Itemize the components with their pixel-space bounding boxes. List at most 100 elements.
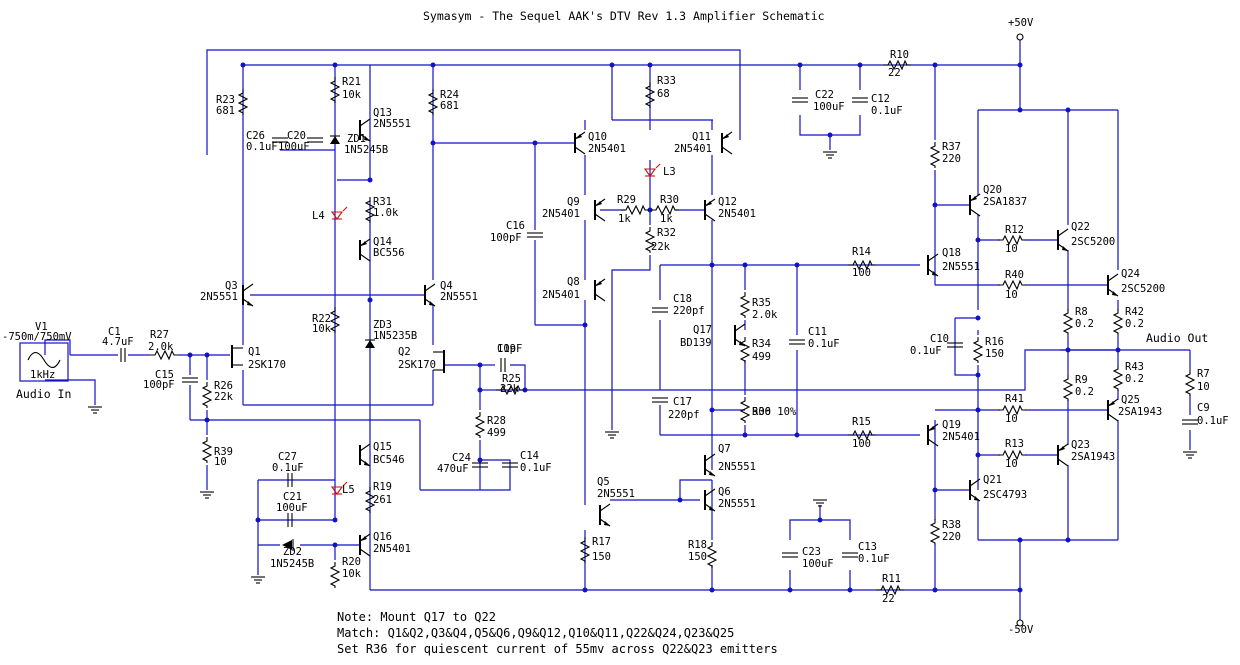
component-value-r36: 500 10% xyxy=(752,406,797,418)
component-ref-c1: C1 xyxy=(108,326,121,338)
component-ref-q10: Q10 xyxy=(588,131,607,143)
component-ref-q24: Q24 xyxy=(1121,268,1140,280)
component-ref-q23: Q23 xyxy=(1071,439,1090,451)
component-ref-c20: C20 xyxy=(287,130,306,142)
component-value-q7: 2N5551 xyxy=(718,461,756,473)
component-value-q3: 2N5551 xyxy=(200,291,238,303)
component-ref-l4: L4 xyxy=(312,210,325,222)
component-value-r19: 261 xyxy=(373,494,392,506)
component-ref-c11: C11 xyxy=(808,326,827,338)
component-value-r20: 10k xyxy=(342,568,362,580)
component-value-r40: 10 xyxy=(1005,289,1018,301)
schematic-title: Symasym - The Sequel AAK's DTV Rev 1.3 A… xyxy=(423,9,825,23)
component-value-c14: 0.1uF xyxy=(520,462,552,474)
component-ref-c13: C13 xyxy=(858,541,877,553)
component-ref-r29: R29 xyxy=(617,194,636,206)
component-value-r27: 2.0k xyxy=(148,341,174,353)
component-value-q19: 2N5401 xyxy=(942,431,980,443)
component-value-c26: 0.1uF xyxy=(246,141,278,153)
component-value-r8: 0.2 xyxy=(1075,318,1094,330)
component-value-q1: 2SK170 xyxy=(248,359,286,371)
component-value-q2: 2SK170 xyxy=(398,359,436,371)
component-value-q18: 2N5551 xyxy=(942,261,980,273)
component-ref-q17: Q17 xyxy=(693,324,712,336)
component-ref-r21: R21 xyxy=(342,76,361,88)
component-ref-r38: R38 xyxy=(942,519,961,531)
component-value-q9: 2N5401 xyxy=(542,208,580,220)
component-ref-zd2: ZD2 xyxy=(283,546,302,558)
component-ref-r42: R42 xyxy=(1125,306,1144,318)
audio-out-label: Audio Out xyxy=(1146,331,1208,345)
component-ref-r8: R8 xyxy=(1075,306,1088,318)
component-value-q4: 2N5551 xyxy=(440,291,478,303)
component-value-q21: 2SC4793 xyxy=(983,489,1027,501)
component-ref-c16: C16 xyxy=(506,220,525,232)
component-value-r30: 1k xyxy=(660,213,673,225)
component-value-c18: 220pf xyxy=(673,305,705,317)
component-ref-r25: R25 xyxy=(502,373,521,385)
component-value-r13: 10 xyxy=(1005,458,1018,470)
component-value-r10: 22 xyxy=(888,67,901,79)
component-value-r29: 1k xyxy=(618,213,631,225)
component-value-r17: 150 xyxy=(592,551,611,563)
component-value-r21: 10k xyxy=(342,89,362,101)
component-ref-r17: R17 xyxy=(592,536,611,548)
component-value-r35: 2.0k xyxy=(752,309,778,321)
component-ref-q13: Q13 xyxy=(373,107,392,119)
v1-value: -750m/750mV xyxy=(2,331,72,343)
component-ref-r19: R19 xyxy=(373,481,392,493)
component-ref-q14: Q14 xyxy=(373,236,392,248)
component-ref-c22: C22 xyxy=(815,89,834,101)
component-ref-q3: Q3 xyxy=(225,280,238,292)
component-ref-r35: R35 xyxy=(752,297,771,309)
component-value-q10: 2N5401 xyxy=(588,143,626,155)
component-value-q17: BD139 xyxy=(680,337,712,349)
component-value-r39: 10 xyxy=(214,456,227,468)
component-ref-q25: Q25 xyxy=(1121,394,1140,406)
component-ref-c9: C9 xyxy=(1197,402,1210,414)
negative-rail-label: -50V xyxy=(1008,624,1034,636)
component-value-r14: 100 xyxy=(852,267,871,279)
component-value-c21: 100uF xyxy=(276,502,308,514)
component-ref-r11: R11 xyxy=(882,573,901,585)
component-value-r33: 68 xyxy=(657,88,670,100)
component-value-c19: 10pF xyxy=(497,343,522,355)
component-ref-q18: Q18 xyxy=(942,247,961,259)
component-value-c9: 0.1uF xyxy=(1197,415,1229,427)
component-ref-q6: Q6 xyxy=(718,486,731,498)
component-ref-r18: R18 xyxy=(688,539,707,551)
component-value-c15: 100pF xyxy=(143,379,175,391)
component-value-r28: 499 xyxy=(487,427,506,439)
component-value-q11: 2N5401 xyxy=(674,143,712,155)
component-value-c16: 100pF xyxy=(490,232,522,244)
component-ref-r7: R7 xyxy=(1197,368,1210,380)
component-ref-q11: Q11 xyxy=(692,131,711,143)
component-ref-r28: R28 xyxy=(487,415,506,427)
component-value-c10: 0.1uF xyxy=(910,345,942,357)
component-ref-q15: Q15 xyxy=(373,441,392,453)
component-value-q24: 2SC5200 xyxy=(1121,283,1165,295)
component-ref-r9: R9 xyxy=(1075,374,1088,386)
component-value-r9: 0.2 xyxy=(1075,386,1094,398)
component-ref-zd3: ZD3 xyxy=(373,319,392,331)
component-value-zd3: 1N5235B xyxy=(373,330,417,342)
component-ref-q7: Q7 xyxy=(718,443,731,455)
component-ref-c21: C21 xyxy=(283,491,302,503)
component-ref-r34: R34 xyxy=(752,338,771,350)
component-value-r34: 499 xyxy=(752,351,771,363)
v1-ref: V1 xyxy=(35,321,48,333)
component-value-q16: 2N5401 xyxy=(373,543,411,555)
component-value-r23: 681 xyxy=(216,105,235,117)
component-value-r16: 150 xyxy=(985,348,1004,360)
component-ref-c12: C12 xyxy=(871,93,890,105)
component-value-q14: BC556 xyxy=(373,247,405,259)
component-ref-r15: R15 xyxy=(852,416,871,428)
component-ref-q5: Q5 xyxy=(597,476,610,488)
component-ref-r39: R39 xyxy=(214,446,233,458)
component-ref-q19: Q19 xyxy=(942,419,961,431)
component-ref-r41: R41 xyxy=(1005,393,1024,405)
component-ref-l3: L3 xyxy=(663,166,676,178)
component-value-r12: 10 xyxy=(1005,243,1018,255)
wire-network xyxy=(44,40,1191,620)
component-ref-l5: L5 xyxy=(342,484,355,496)
